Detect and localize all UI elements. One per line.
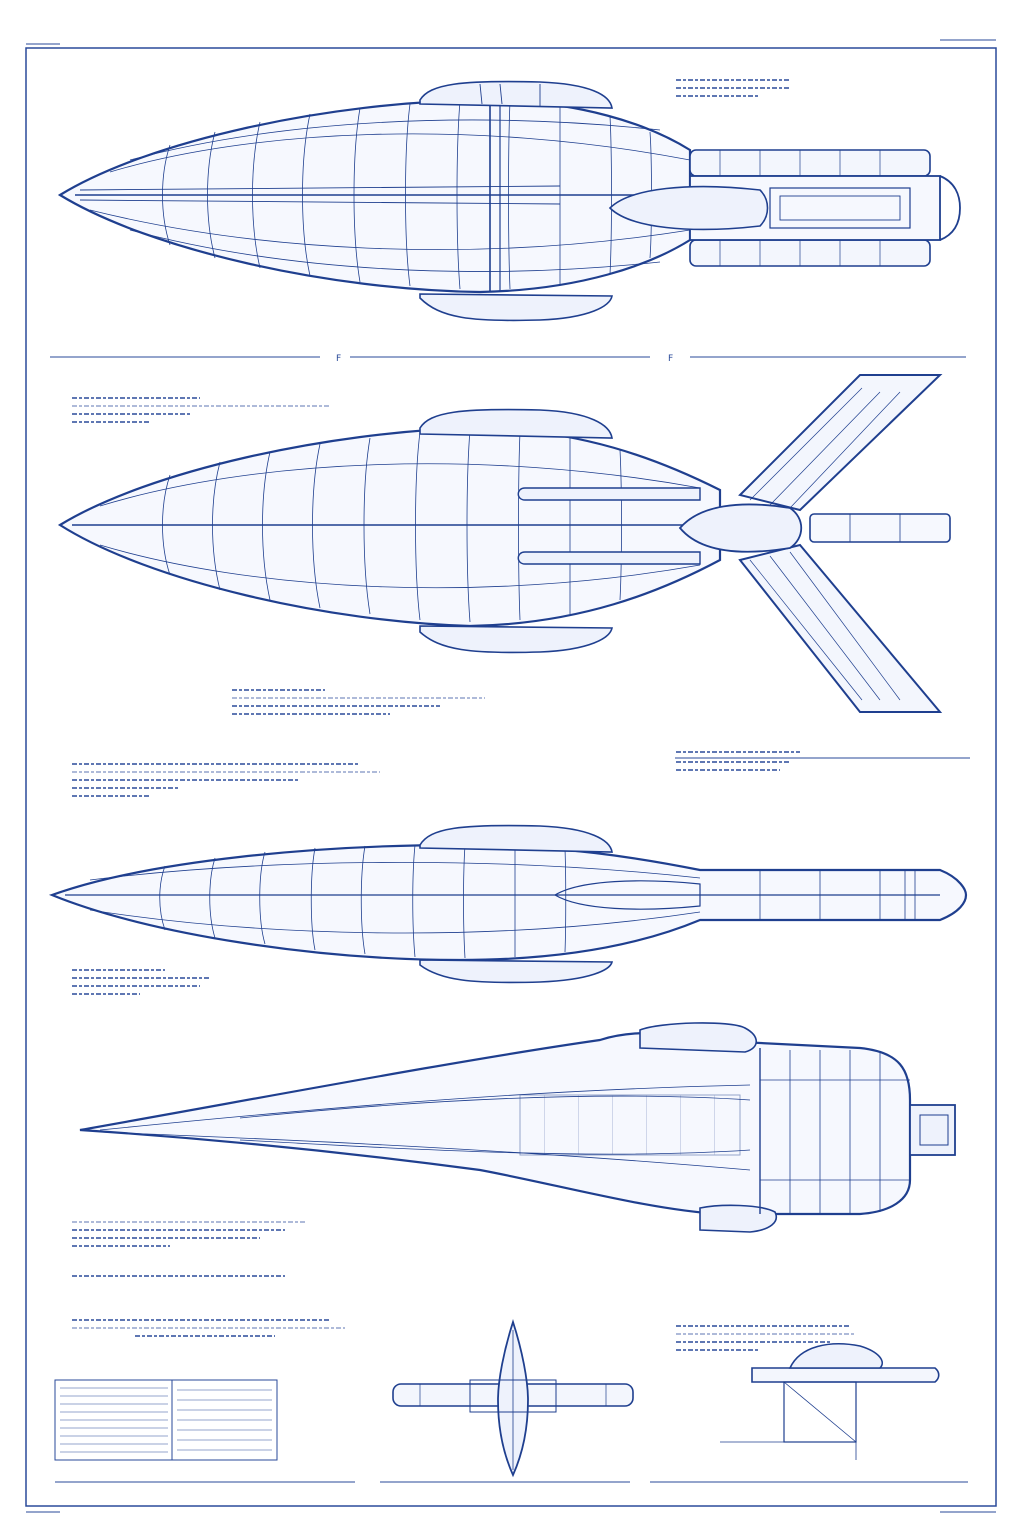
annotation-blocks [72, 79, 855, 1351]
side-view [48, 824, 968, 984]
front-view [392, 1319, 634, 1478]
top-view [57, 80, 961, 322]
winged-view [57, 374, 951, 713]
perspective-view [79, 1022, 956, 1233]
rear-detail-view [720, 1343, 940, 1460]
spec-table [54, 1379, 278, 1461]
callout-mark-2: F [668, 354, 673, 364]
callout-mark-1: F [336, 354, 341, 364]
section-dividers [50, 356, 970, 1483]
sheet-frame [25, 39, 997, 1513]
